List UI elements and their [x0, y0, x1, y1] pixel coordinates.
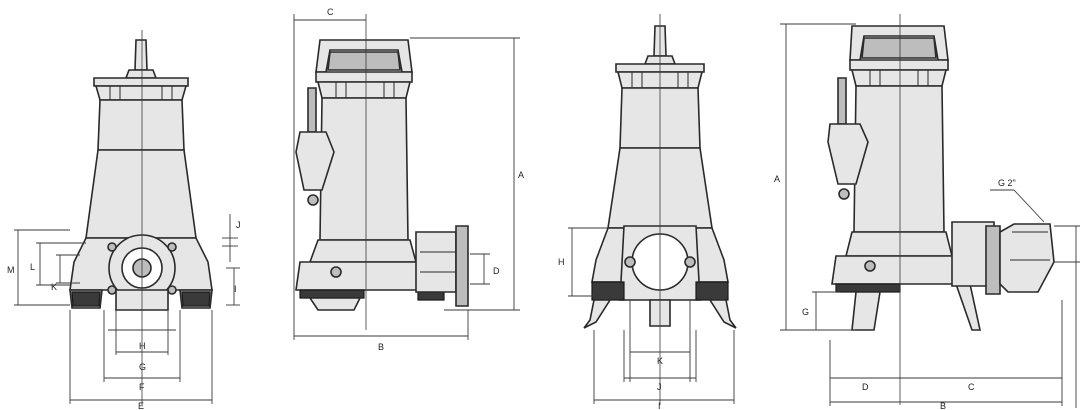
label-c-side-a: C	[327, 7, 334, 17]
side-view-pump-b	[780, 14, 1080, 408]
label-h-front-b: H	[558, 257, 565, 267]
label-d-side-a: D	[493, 266, 500, 276]
label-j-front-a: J	[236, 220, 241, 230]
label-g2-side-b: G 2"	[998, 178, 1016, 188]
label-a-side-b: A	[774, 174, 780, 184]
label-d-side-b: D	[862, 382, 869, 392]
label-b-side-a: B	[378, 342, 384, 352]
label-h-front-a: H	[139, 341, 146, 351]
front-view-pump-a	[14, 30, 240, 405]
label-m-front-a: M	[7, 265, 15, 275]
label-a-side-a: A	[518, 170, 524, 180]
label-i-front-b: I	[658, 401, 661, 410]
label-l-front-a: L	[30, 262, 35, 272]
label-c-side-b: C	[968, 382, 975, 392]
label-i-front-a: I	[234, 284, 237, 294]
label-g-side-b: G	[802, 307, 809, 317]
front-view-pump-b	[568, 14, 737, 405]
label-g-front-a: G	[139, 362, 146, 372]
label-k-front-b: K	[657, 356, 663, 366]
label-b-side-b: B	[940, 401, 946, 410]
label-k-front-a: K	[51, 282, 57, 292]
label-j-front-b: J	[657, 382, 662, 392]
label-e-front-a: E	[138, 401, 144, 410]
label-f-front-a: F	[139, 382, 145, 392]
side-view-pump-a	[293, 14, 520, 340]
